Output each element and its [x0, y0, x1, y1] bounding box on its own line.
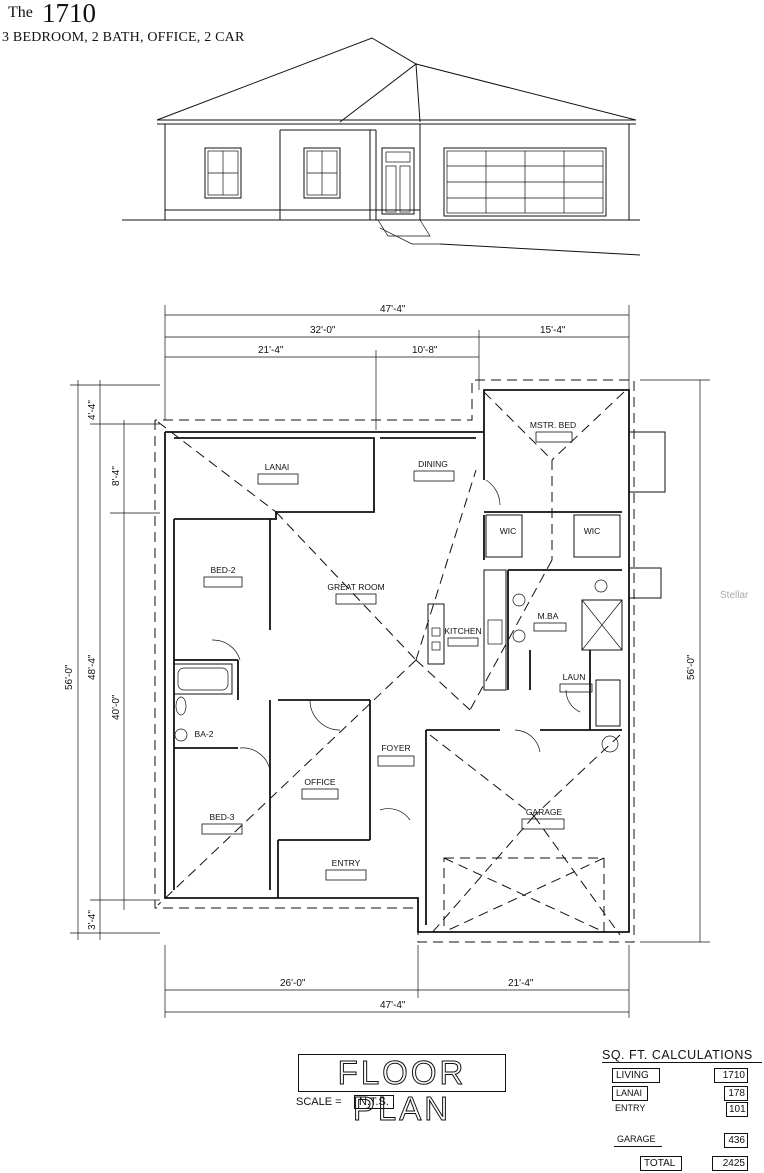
right-dimensions: 56'-0"	[640, 379, 710, 943]
room-bed2: BED-2	[210, 565, 235, 575]
range-icon	[487, 619, 503, 645]
dim-left-bottom: 3'-4"	[87, 910, 98, 930]
mba-sink-icon	[512, 593, 526, 607]
room-mstr-bed: MSTR. BED	[530, 420, 576, 430]
sqft-value-total: 2425	[712, 1156, 748, 1171]
room-wic-left: WIC	[500, 526, 517, 536]
sqft-title: SQ. FT. CALCULATIONS	[602, 1048, 762, 1063]
dim-top-right: 15'-4"	[540, 325, 566, 336]
sqft-label-living: LIVING	[612, 1068, 660, 1083]
mba-sink-2-icon	[512, 629, 526, 643]
top-dimensions: 47'-4" 32'-0" 15'-4" 21'-4" 10'-8"	[164, 304, 630, 430]
plan-title: 1710	[42, 0, 96, 28]
roof-outline	[154, 379, 635, 943]
room-great-room: GREAT ROOM	[327, 582, 384, 592]
dim-bottom-overall: 47'-4"	[380, 1000, 406, 1011]
room-laun: LAUN	[563, 672, 586, 682]
laundry-machine	[595, 679, 621, 727]
room-dining: DINING	[418, 459, 448, 469]
dim-left-overall: 56'-0"	[64, 664, 75, 690]
kitchen-island	[427, 603, 445, 665]
room-bed3: BED-3	[209, 812, 234, 822]
watermark: Stellar	[720, 590, 749, 601]
scale-label: SCALE =	[296, 1096, 342, 1108]
room-foyer: FOYER	[381, 743, 410, 753]
bottom-dimensions: 26'-0" 21'-4" 47'-4"	[164, 945, 630, 1018]
room-office: OFFICE	[304, 777, 335, 787]
plan-prefix: The	[8, 4, 33, 21]
sqft-value-garage: 436	[724, 1133, 748, 1148]
left-dimensions: 56'-0" 48'-4" 40'-0" 4'-4" 8'-4" 3'-4"	[64, 380, 160, 940]
sqft-value-lanai: 178	[724, 1086, 748, 1101]
dim-left-mid: 48'-4"	[87, 654, 98, 680]
plan-subtitle: 3 BEDROOM, 2 BATH, OFFICE, 2 CAR	[2, 30, 245, 45]
wic-left-outline	[485, 514, 523, 558]
sqft-value-living: 1710	[714, 1068, 748, 1083]
elevation-front-door	[381, 147, 415, 215]
dim-left-lanai: 8'-4"	[111, 466, 122, 486]
front-elevation	[122, 37, 641, 256]
dim-left-top: 4'-4"	[87, 400, 98, 420]
garage-door-track	[443, 857, 605, 933]
door-swings	[211, 479, 581, 821]
sqft-label-lanai: LANAI	[612, 1086, 648, 1101]
dim-right-overall: 56'-0"	[686, 654, 697, 680]
bathtub-icon	[173, 663, 233, 695]
dim-top-overall: 47'-4"	[380, 304, 406, 315]
sqft-label-total: TOTAL	[640, 1156, 682, 1171]
dim-top-left: 32'-0"	[310, 325, 336, 336]
floor-plan: 47'-4" 32'-0" 15'-4" 21'-4" 10'-8" 56'-0…	[64, 304, 749, 1018]
room-entry: ENTRY	[332, 858, 361, 868]
room-lanai: LANAI	[265, 462, 290, 472]
dim-bottom-left: 26'-0"	[280, 978, 306, 989]
elevation-window-right	[303, 147, 341, 199]
wic-right-outline	[573, 514, 621, 558]
shower-icon	[581, 599, 623, 651]
sqft-value-entry: 101	[726, 1102, 748, 1117]
water-heater-icon	[601, 735, 619, 753]
room-mba: M.BA	[538, 611, 559, 621]
dim-bottom-right: 21'-4"	[508, 978, 534, 989]
sink-icon	[431, 627, 441, 637]
dim-top-sub-left: 21'-4"	[258, 345, 284, 356]
ba2-sink-icon	[174, 728, 188, 742]
dishwasher-icon	[431, 641, 441, 651]
dim-top-sub-mid: 10'-8"	[412, 345, 438, 356]
room-wic-right: WIC	[584, 526, 601, 536]
room-labels: LANAI DINING MSTR. BED WIC WIC BED-2 GRE…	[195, 420, 601, 868]
roof-hip-lines	[157, 391, 625, 936]
bay-bump	[628, 567, 662, 599]
sqft-label-garage: GARAGE	[614, 1133, 662, 1147]
room-garage: GARAGE	[526, 807, 563, 817]
interior-walls	[173, 432, 622, 925]
exterior-walls	[164, 389, 630, 933]
elevation-garage-door	[443, 147, 607, 217]
toilet-icon	[594, 579, 608, 593]
room-size-tags	[201, 431, 593, 881]
elevation-window-left	[204, 147, 242, 199]
ba2-toilet-icon	[175, 696, 187, 716]
sqft-label-entry: ENTRY	[615, 1103, 646, 1113]
floor-plan-title: FLOOR PLAN	[298, 1054, 506, 1127]
scale-value: N.T.S.	[354, 1095, 394, 1109]
dim-left-inner: 40'-0"	[111, 694, 122, 720]
window-bump	[628, 431, 666, 493]
room-kitchen: KITCHEN	[444, 626, 481, 636]
kitchen-counter	[483, 569, 507, 691]
room-ba2: BA-2	[195, 729, 214, 739]
